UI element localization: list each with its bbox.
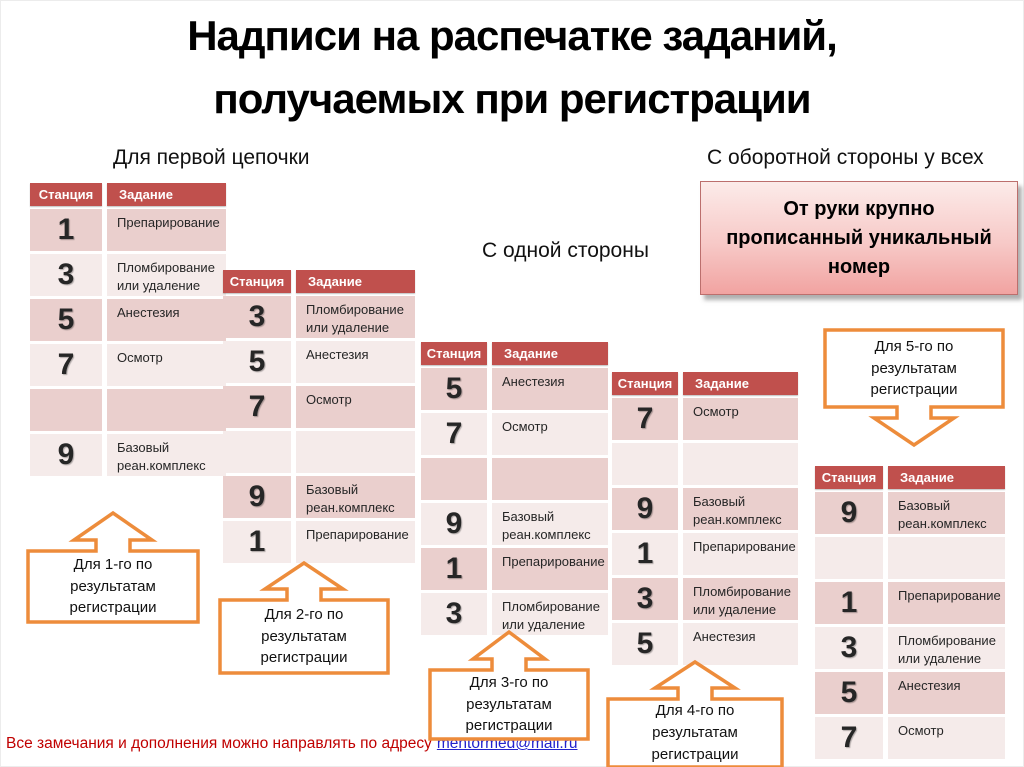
title-line-2: получаемых при регистрации — [213, 75, 811, 122]
task-cell: Препарирование — [492, 548, 608, 590]
callout-2: Для 2-го по результатам регистрации — [218, 560, 390, 675]
station-cell: 5 — [815, 672, 883, 714]
task-cell: Пломбирование или удаление — [492, 593, 608, 635]
task-cell: Осмотр — [888, 717, 1005, 759]
station-cell — [612, 443, 678, 485]
task-cell — [683, 443, 798, 485]
task-cell: Анестезия — [888, 672, 1005, 714]
table-header-cell: Станция — [815, 466, 883, 489]
task-cell: Пломбирование или удаление — [107, 254, 226, 296]
callout-5: Для 5-го по результатам регистрации — [823, 328, 1005, 448]
station-cell: 7 — [30, 344, 102, 386]
label-one-side: С одной стороны — [482, 239, 649, 262]
station-cell: 5 — [612, 623, 678, 665]
task-cell: Препарирование — [107, 209, 226, 251]
task-cell: Анестезия — [492, 368, 608, 410]
callout-3-text: Для 3-го по результатам регистрации — [465, 673, 553, 735]
task-cell: Пломбирование или удаление — [296, 296, 415, 338]
task-cell — [107, 389, 226, 431]
station-cell: 7 — [815, 717, 883, 759]
station-cell — [421, 458, 487, 500]
table-header-cell: Станция — [612, 372, 678, 395]
station-cell: 3 — [421, 593, 487, 635]
table-header-cell: Задание — [107, 183, 226, 206]
callout-1: Для 1-го по результатам регистрации — [26, 510, 200, 624]
up-arrow-callout-shape — [26, 510, 200, 624]
station-cell: 7 — [421, 413, 487, 455]
station-cell: 9 — [223, 476, 291, 518]
station-cell: 9 — [815, 492, 883, 534]
table-header-cell: Станция — [30, 183, 102, 206]
table-header-cell: Станция — [421, 342, 487, 365]
down-arrow-callout-shape — [823, 328, 1005, 448]
page-title: Надписи на распечатке заданий, получаемы… — [0, 4, 1024, 130]
unique-number-note: От руки крупно прописанный уникальный но… — [700, 181, 1018, 295]
station-cell — [815, 537, 883, 579]
label-first-chain: Для первой цепочки — [113, 146, 310, 169]
station-cell: 3 — [815, 627, 883, 669]
table-header-cell: Задание — [683, 372, 798, 395]
table-header-cell: Задание — [296, 270, 415, 293]
task-cell: Препарирование — [683, 533, 798, 575]
task-cell — [296, 431, 415, 473]
station-cell — [223, 431, 291, 473]
callout-4-text: Для 4-го по результатам регистрации — [651, 702, 739, 763]
station-cell: 1 — [815, 582, 883, 624]
task-cell: Анестезия — [107, 299, 226, 341]
station-cell: 7 — [612, 398, 678, 440]
task-cell: Пломбирование или удаление — [888, 627, 1005, 669]
task-cell: Базовый реан.комплекс — [107, 434, 226, 476]
station-cell — [30, 389, 102, 431]
station-cell: 1 — [421, 548, 487, 590]
station-cell: 7 — [223, 386, 291, 428]
callout-5-text: Для 5-го по результатам регистрации — [870, 337, 958, 399]
station-cell: 3 — [612, 578, 678, 620]
callout-4: Для 4-го по результатам регистрации — [606, 659, 784, 767]
station-cell: 9 — [612, 488, 678, 530]
task-cell: Базовый реан.комплекс — [683, 488, 798, 530]
task-cell — [492, 458, 608, 500]
callout-2-text: Для 2-го по результатам регистрации — [260, 605, 348, 667]
station-cell: 3 — [30, 254, 102, 296]
task-cell: Анестезия — [683, 623, 798, 665]
up-arrow-callout-shape — [428, 629, 590, 741]
station-cell: 1 — [612, 533, 678, 575]
task-cell: Осмотр — [492, 413, 608, 455]
task-cell: Пломбирование или удаление — [683, 578, 798, 620]
table-header-cell: Задание — [492, 342, 608, 365]
station-cell: 5 — [30, 299, 102, 341]
callout-1-text: Для 1-го по результатам регистрации — [69, 555, 157, 617]
table-header-cell: Станция — [223, 270, 291, 293]
label-back-side: С оборотной стороны у всех — [707, 146, 984, 169]
task-cell: Осмотр — [107, 344, 226, 386]
station-cell: 9 — [30, 434, 102, 476]
up-arrow-callout-shape — [218, 560, 390, 675]
task-cell: Базовый реан.комплекс — [296, 476, 415, 518]
station-cell: 1 — [223, 521, 291, 563]
task-cell — [888, 537, 1005, 579]
task-cell: Базовый реан.комплекс — [888, 492, 1005, 534]
unique-number-note-text: От руки крупно прописанный уникальный но… — [726, 197, 992, 278]
title-line-1: Надписи на распечатке заданий, — [187, 12, 838, 59]
task-cell: Базовый реан.комплекс — [492, 503, 608, 545]
up-arrow-callout-shape — [606, 659, 784, 767]
station-cell: 9 — [421, 503, 487, 545]
task-cell: Анестезия — [296, 341, 415, 383]
task-cell: Препарирование — [888, 582, 1005, 624]
station-cell: 1 — [30, 209, 102, 251]
task-cell: Осмотр — [296, 386, 415, 428]
task-cell: Осмотр — [683, 398, 798, 440]
callout-3: Для 3-го по результатам регистрации — [428, 629, 590, 741]
station-cell: 3 — [223, 296, 291, 338]
task-cell: Препарирование — [296, 521, 415, 563]
station-cell: 5 — [421, 368, 487, 410]
footer-text: Все замечания и дополнения можно направл… — [6, 735, 432, 752]
table-header-cell: Задание — [888, 466, 1005, 489]
station-cell: 5 — [223, 341, 291, 383]
